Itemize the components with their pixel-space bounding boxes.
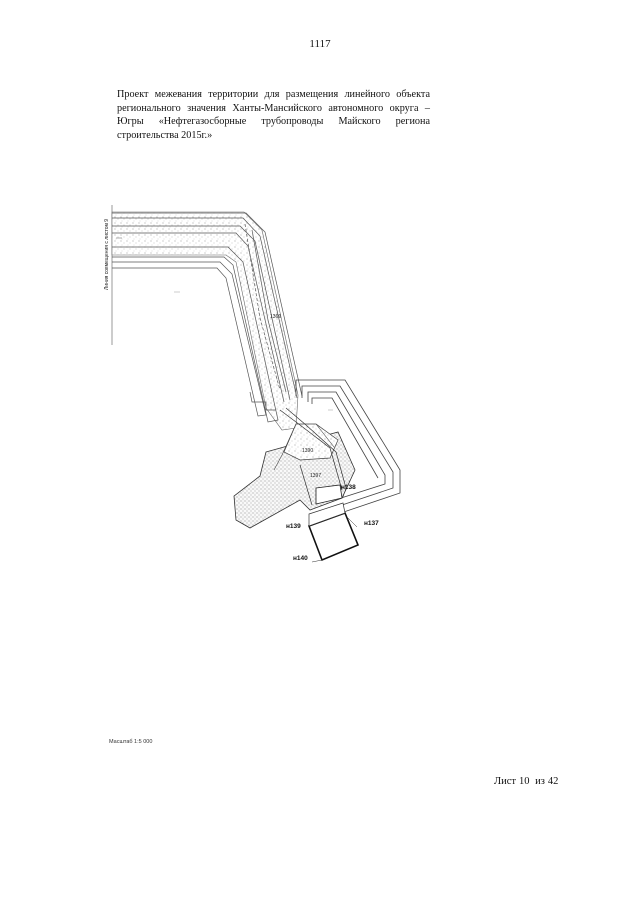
encircling-outline — [295, 379, 401, 521]
scale-label: Масштаб 1:5 000 — [109, 739, 153, 745]
parcel-label-1390: 1390 — [302, 448, 313, 454]
sheet-label: Лист — [494, 776, 516, 787]
point-label-n139: н139 — [286, 523, 301, 530]
point-label-n137: н137 — [364, 520, 379, 527]
document-title: Проект межевания территории для размещен… — [117, 88, 430, 142]
sheet-of: из — [535, 776, 545, 787]
point-label-n138: н138 — [341, 484, 356, 491]
title-line-1: Проект межевания территории для размещен… — [117, 89, 430, 100]
page-number: 1117 — [309, 38, 331, 50]
title-line-4: строительства 2015г.» — [117, 129, 213, 141]
parcel-label-1369: 1369 — [270, 314, 281, 320]
point-label-n140: н140 — [293, 555, 308, 562]
sheet-current: 10 — [519, 776, 530, 787]
title-line-2: регионального значения Ханты-Мансийского… — [117, 102, 430, 114]
corridor-band — [111, 211, 299, 431]
parcel-label-1397: 1397 — [310, 473, 321, 479]
title-line-3: Югры «Нефтегазосборные трубопроводы Майс… — [117, 116, 430, 128]
corridor-outlines — [112, 212, 303, 423]
sheet-total: 42 — [547, 776, 559, 787]
junction-label: Линия совмещения с листом 9 — [104, 219, 110, 290]
